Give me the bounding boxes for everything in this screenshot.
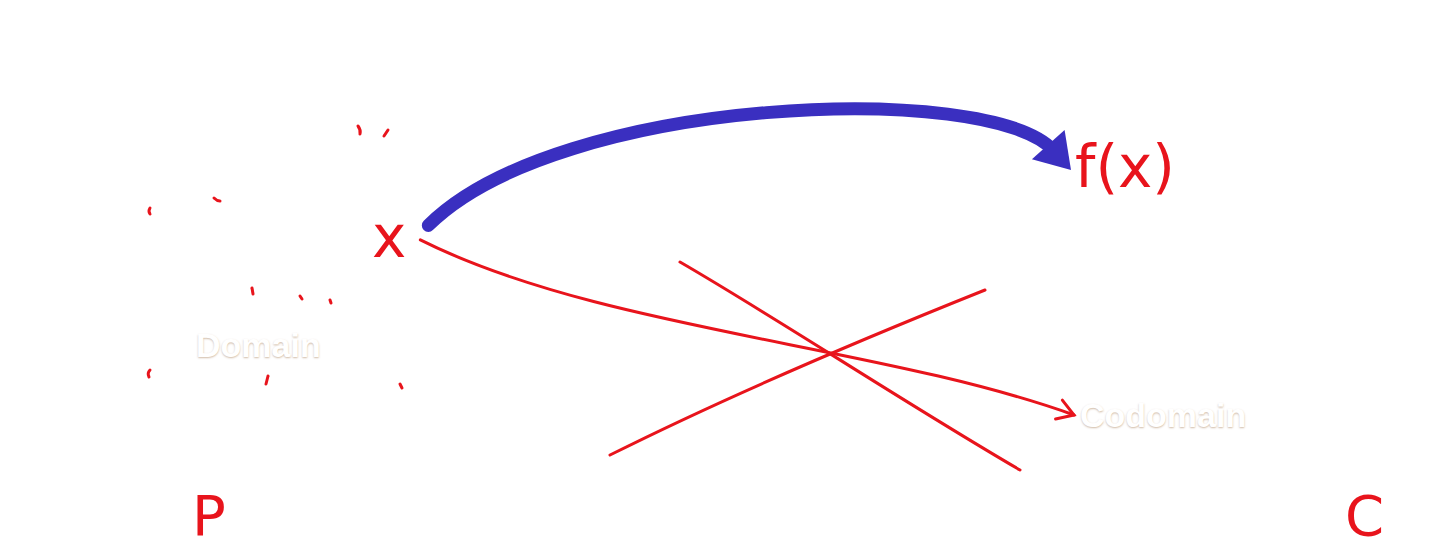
- crossed-out-arrow: [420, 240, 1074, 419]
- cloud-shape: [0, 40, 600, 480]
- scribble-dot: [266, 376, 268, 384]
- scribble-dot: [148, 370, 150, 377]
- scribble-dot: [400, 384, 402, 388]
- set-letter: P: [192, 488, 226, 544]
- mapping-arrow: [428, 109, 1071, 226]
- function-value-label: f(x): [1075, 138, 1175, 196]
- scribble-dot: [384, 130, 388, 136]
- scribble-dot: [300, 296, 302, 299]
- variable-label: x: [372, 208, 406, 266]
- cross-stroke: [680, 262, 1020, 470]
- set-name: Domain: [196, 328, 321, 362]
- scribble-dot: [252, 288, 253, 294]
- scribble-dot: [358, 126, 360, 134]
- cross-stroke: [610, 290, 985, 455]
- set-letter: C: [1345, 488, 1384, 544]
- domain-cloud: xDomainP: [0, 40, 600, 480]
- scribble-dot: [149, 208, 150, 214]
- scribble-dot: [330, 300, 331, 303]
- codomain-cloud: f(x)CodomainC: [1000, 0, 1431, 520]
- scribble-dot: [214, 198, 220, 201]
- set-name: Codomain: [1080, 398, 1246, 432]
- cloud-shape: [1000, 0, 1431, 520]
